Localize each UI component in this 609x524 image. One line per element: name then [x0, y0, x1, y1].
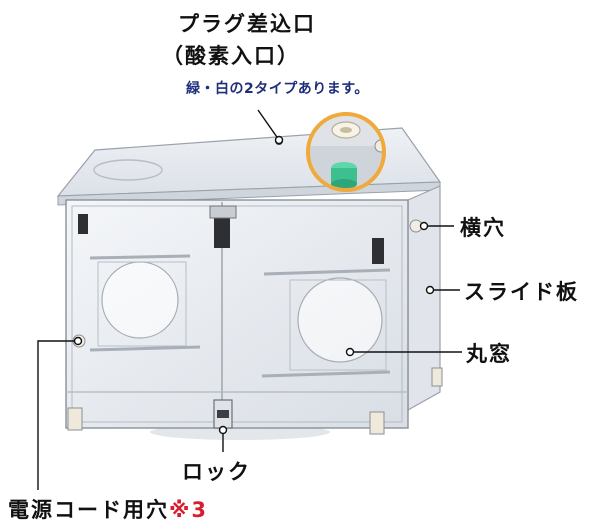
lower-rail-right	[261, 370, 391, 378]
label-oxygen-inlet: （酸素入口）	[162, 44, 300, 68]
lid-loop	[93, 159, 163, 181]
hinge-right	[372, 238, 384, 264]
front-frame-inner	[71, 205, 403, 423]
right-slide-plate	[289, 279, 387, 371]
label-plug-note: 緑・白の2タイプあります。	[186, 81, 369, 97]
right-round-window	[297, 277, 383, 363]
left-slide-plate	[97, 261, 187, 347]
label-round-window: 丸窓	[466, 342, 512, 366]
label-side-hole: 横穴	[460, 216, 506, 240]
foot-front-right	[369, 411, 385, 435]
upper-rail-right	[263, 268, 391, 276]
top-clasp	[209, 205, 237, 219]
label-power-cord-hole-text: 電源コード用穴	[8, 498, 169, 522]
leader-plug	[257, 109, 280, 141]
leader-power-hole	[37, 340, 78, 490]
label-power-cord-hole: 電源コード用穴※3	[8, 494, 208, 524]
foot-front-left	[67, 407, 83, 431]
label-slide-plate: スライド板	[464, 280, 579, 304]
foot-back-right	[431, 367, 443, 387]
lower-rail-left	[89, 345, 201, 352]
hinge-center	[214, 214, 230, 248]
upper-rail-left	[89, 254, 191, 260]
label-lock: ロック	[182, 460, 251, 484]
hinge-left	[78, 214, 88, 234]
left-round-window	[101, 261, 179, 339]
lock-knob	[217, 410, 229, 418]
label-power-note: ※3	[169, 498, 209, 522]
leader-dots	[73, 135, 435, 435]
leader-lines	[37, 109, 462, 490]
label-plug-inlet: プラグ差込口	[178, 12, 316, 36]
